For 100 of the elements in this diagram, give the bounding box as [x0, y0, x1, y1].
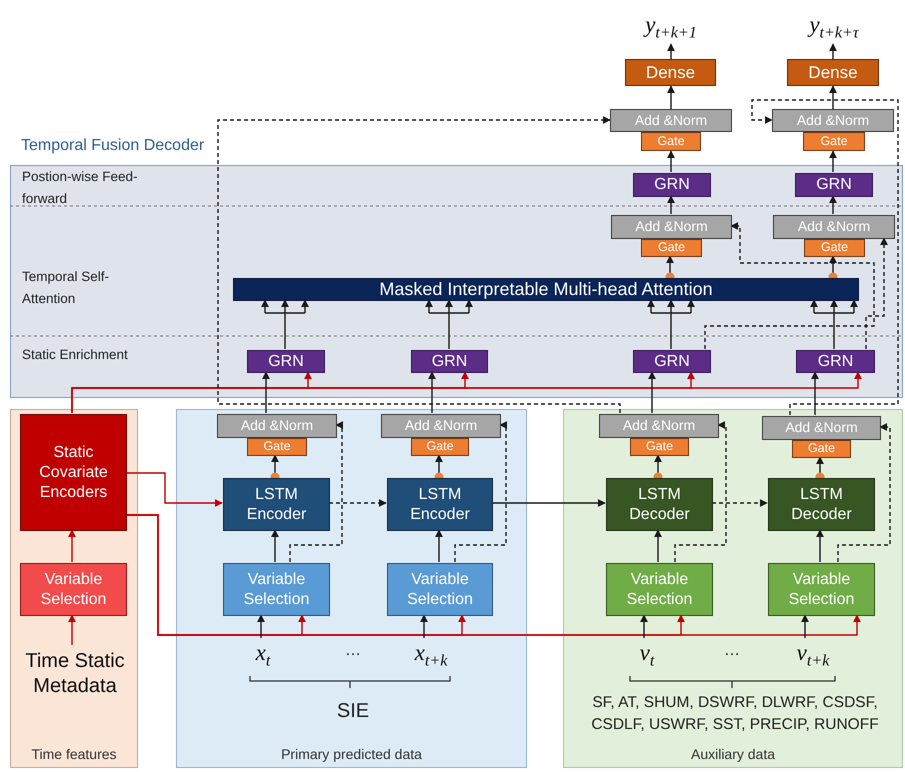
row-label: Postion-wise Feed-forward — [22, 168, 139, 208]
block-label: Add &Norm — [796, 112, 870, 130]
arrow — [420, 614, 428, 638]
variable-label: y$_{t+k+τ}$ — [809, 10, 859, 44]
variable-label: y$_{t+k+1}$ — [645, 10, 697, 44]
dashed-arrow — [454, 421, 508, 562]
block-label: Masked Interpretable Multi-head Attention — [379, 278, 713, 301]
grn-block — [633, 173, 711, 197]
add-norm-block — [773, 215, 895, 239]
panel-title: Auxiliary data — [690, 746, 776, 763]
gate-block — [792, 440, 851, 458]
block-label: GRN — [818, 352, 854, 372]
block-label: Variable Selection — [626, 570, 694, 610]
block-label: Add &Norm — [634, 112, 708, 130]
dashed-arrow — [289, 421, 344, 562]
group-label: SIE — [336, 700, 370, 722]
block-label: Variable Selection — [406, 570, 474, 610]
group-panel — [563, 409, 903, 768]
arrow — [71, 371, 862, 413]
block-label: Dense — [808, 62, 858, 84]
variable-label: x$_{t}$ — [256, 638, 270, 672]
panel-title: Primary predicted data — [281, 746, 422, 763]
arrow — [262, 371, 270, 413]
grn-block — [795, 173, 873, 197]
block-label: Gate — [657, 134, 685, 150]
block-label: GRN — [654, 352, 690, 372]
variable-list: SF, AT, SHUM, DSWRF, DLWRF, CSDSF, CSDLF, USWRF, SST, PRECIP, RUNOFF — [570, 692, 900, 736]
row-label: Temporal Self-Attention — [22, 268, 110, 308]
arrow — [829, 195, 837, 214]
variable-label: v$_{t}$ — [640, 638, 654, 672]
dashed-arrow — [674, 421, 727, 562]
gate-block — [630, 438, 689, 456]
grn-block — [247, 350, 325, 373]
dashed-arrow — [217, 116, 621, 414]
block-label: Gate — [263, 439, 291, 455]
block-label: LSTM Decoder — [628, 484, 691, 524]
block-label: Gate — [426, 439, 454, 455]
gate-block — [803, 132, 865, 151]
block-label: Add &Norm — [622, 417, 696, 435]
dashed-arrow — [329, 499, 387, 507]
arrow — [667, 85, 675, 109]
arrow — [648, 371, 656, 413]
encoder-block — [20, 414, 127, 531]
add-norm-block — [611, 215, 732, 239]
row-label: Static Enrichment — [22, 346, 129, 364]
block-label: GRN — [268, 352, 304, 372]
arrow — [667, 43, 675, 59]
block-label: Add &Norm — [404, 417, 478, 435]
grn-block — [633, 350, 711, 373]
group-panel — [10, 409, 138, 768]
panel-title: Temporal Fusion Decoder — [21, 136, 204, 156]
gate-block — [804, 239, 865, 257]
block-label: GRN — [816, 175, 852, 195]
block-label: Gate — [808, 441, 836, 457]
arrow — [811, 371, 819, 415]
dense-block — [787, 59, 879, 86]
grn-block — [411, 350, 488, 373]
add-norm-block — [217, 414, 337, 438]
block-label: Gate — [820, 240, 848, 256]
add-norm-block — [599, 414, 719, 438]
arrow — [68, 529, 76, 562]
gate-block — [411, 438, 469, 456]
decoder-block — [606, 478, 713, 531]
add-norm-block — [762, 416, 881, 440]
arrow — [68, 614, 76, 645]
gate-block — [641, 132, 701, 151]
block-label: Gate — [820, 134, 848, 150]
block-label: Variable Selection — [242, 570, 310, 610]
group-panel — [176, 409, 527, 768]
decoder-block — [768, 478, 875, 531]
arrow — [829, 150, 837, 172]
block-label: GRN — [432, 352, 468, 372]
variable-label: v$_{t+k}$ — [796, 638, 830, 672]
attention-block — [233, 278, 859, 301]
arrow — [667, 195, 675, 214]
dashed-arrow — [712, 499, 768, 507]
dashed-arrow — [704, 222, 875, 349]
grn-block — [796, 350, 875, 373]
block-label: LSTM Decoder — [790, 484, 853, 524]
block-label: Variable Selection — [788, 570, 856, 610]
block-label: Add &Norm — [635, 218, 708, 236]
block-label: LSTM Encoder — [246, 484, 308, 524]
add-norm-block — [772, 109, 894, 132]
dashed-arrow — [837, 423, 891, 562]
input-label: Time Static Metadata — [24, 649, 126, 699]
block-label: Gate — [658, 240, 686, 256]
variable-selection-block — [768, 563, 875, 616]
block-label: Add &Norm — [798, 218, 870, 236]
gate-block — [247, 438, 307, 456]
ellipsis: … — [344, 641, 362, 661]
arrow — [654, 529, 662, 562]
arrow — [428, 371, 436, 413]
gate-block — [641, 239, 702, 257]
dashed-arrow — [865, 237, 888, 349]
block-label: Static Covariate Encoders — [38, 442, 109, 502]
add-norm-block — [610, 109, 732, 132]
arrow — [829, 85, 837, 109]
arrow — [435, 529, 443, 562]
variable-label: x$_{t+k}$ — [414, 638, 448, 672]
arrow — [667, 150, 675, 172]
